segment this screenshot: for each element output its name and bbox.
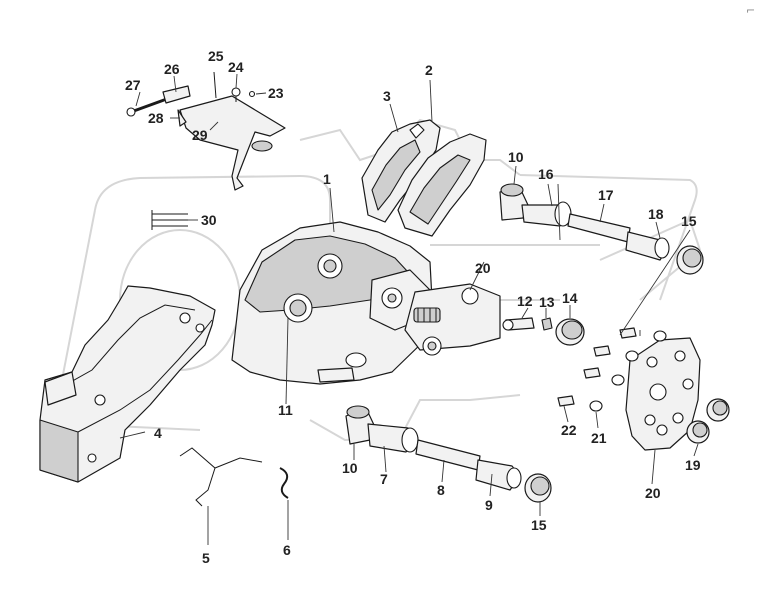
callout-2: 2	[425, 62, 433, 78]
callout-10-lower: 10	[342, 460, 358, 476]
callout-16: 16	[538, 166, 554, 182]
callout-9: 9	[485, 497, 493, 513]
leader-lines	[119, 73, 699, 545]
callout-28: 28	[148, 110, 164, 126]
callout-23: 23	[268, 85, 284, 101]
corner-mark: ⌐	[746, 4, 755, 17]
callout-4: 4	[154, 425, 162, 441]
callout-24: 24	[228, 59, 244, 75]
pad-retainer-assembly	[126, 71, 286, 191]
callout-30: 30	[201, 212, 217, 228]
callout-27: 27	[125, 77, 141, 93]
callout-6: 6	[283, 542, 291, 558]
callout-11: 11	[278, 402, 293, 418]
part-5-spring	[179, 447, 263, 507]
callout-26: 26	[164, 61, 180, 77]
callout-5: 5	[202, 550, 210, 566]
callout-7: 7	[380, 471, 388, 487]
brake-pads	[361, 119, 487, 237]
callout-17: 17	[598, 187, 614, 203]
callout-13: 13	[539, 294, 555, 310]
adjuster-parts	[502, 317, 585, 346]
part-6-clip	[279, 467, 289, 499]
callout-19: 19	[685, 457, 701, 473]
callout-10-upper: 10	[508, 149, 524, 165]
part-19-caps	[686, 398, 730, 444]
callout-8: 8	[437, 482, 445, 498]
callout-3: 3	[383, 88, 391, 104]
callout-1: 1	[323, 171, 331, 187]
callout-15-lower: 15	[531, 517, 547, 533]
callout-20-right: 20	[645, 485, 661, 501]
callout-15-upper: 15	[681, 213, 697, 229]
callout-12: 12	[517, 293, 533, 309]
part-30-symbol	[151, 210, 188, 230]
callout-14: 14	[562, 290, 578, 306]
callout-20-upper: 20	[475, 260, 491, 276]
callout-25: 25	[208, 48, 224, 64]
callout-21: 21	[591, 430, 607, 446]
callout-29: 29	[192, 127, 208, 143]
upper-guide-pin-set	[499, 183, 704, 275]
bolts-and-washers	[557, 327, 667, 412]
part-4-carrier	[39, 285, 216, 483]
part-20-cover-plate	[625, 337, 701, 451]
lower-guide-pin-set	[345, 405, 552, 503]
callout-labels: 1 2 3 4 5 6 7 8 9 10 10 11 12 13 14 15 1…	[125, 48, 701, 566]
callout-22: 22	[561, 422, 577, 438]
part-1-caliper-housing	[231, 221, 501, 385]
callout-18: 18	[648, 206, 664, 222]
